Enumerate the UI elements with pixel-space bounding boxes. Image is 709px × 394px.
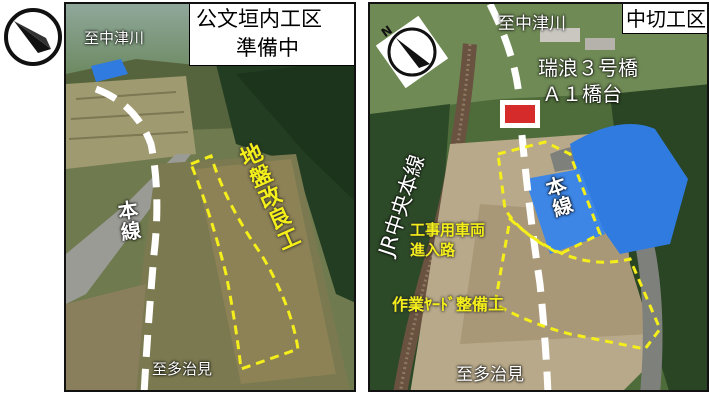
right-to-nakatsugawa: 至中津川 <box>498 14 566 34</box>
left-main-line-label: 本線 <box>113 198 143 244</box>
right-to-tajimi: 至多治見 <box>456 365 524 385</box>
abutment-label: Ａ１橋台 <box>542 82 622 106</box>
left-title-line2: 準備中 <box>236 36 299 60</box>
right-title: 中切工区 <box>626 7 706 31</box>
left-to-nakatsugawa: 至中津川 <box>84 29 145 47</box>
left-title-line1: 公文垣内工区 <box>196 7 322 31</box>
right-photo-scene <box>370 4 707 390</box>
left-aerial-photo: 公文垣内工区 準備中 至中津川 至多治見 本線 地盤改良工 <box>64 2 356 392</box>
right-aerial-photo: N 中切工区 至中津川 至多治見 瑞浪３号橋 Ａ１橋台 JR中央本線 本線 工事… <box>368 2 709 392</box>
left-title-box: 公文垣内工区 準備中 <box>189 4 354 66</box>
compass-icon: N <box>376 16 448 88</box>
left-photo-scene <box>66 4 354 390</box>
right-title-box: 中切工区 <box>622 4 707 34</box>
access-road-label-line2: 進入路 <box>410 241 456 259</box>
bridge-name-label: 瑞浪３号橋 <box>538 56 638 80</box>
access-road-label-line1: 工事用車両 <box>410 221 486 239</box>
compass-icon <box>4 8 62 66</box>
left-to-tajimi: 至多治見 <box>152 360 213 378</box>
yard-label: 作業ﾔｰﾄﾞ整備工 <box>392 295 505 314</box>
